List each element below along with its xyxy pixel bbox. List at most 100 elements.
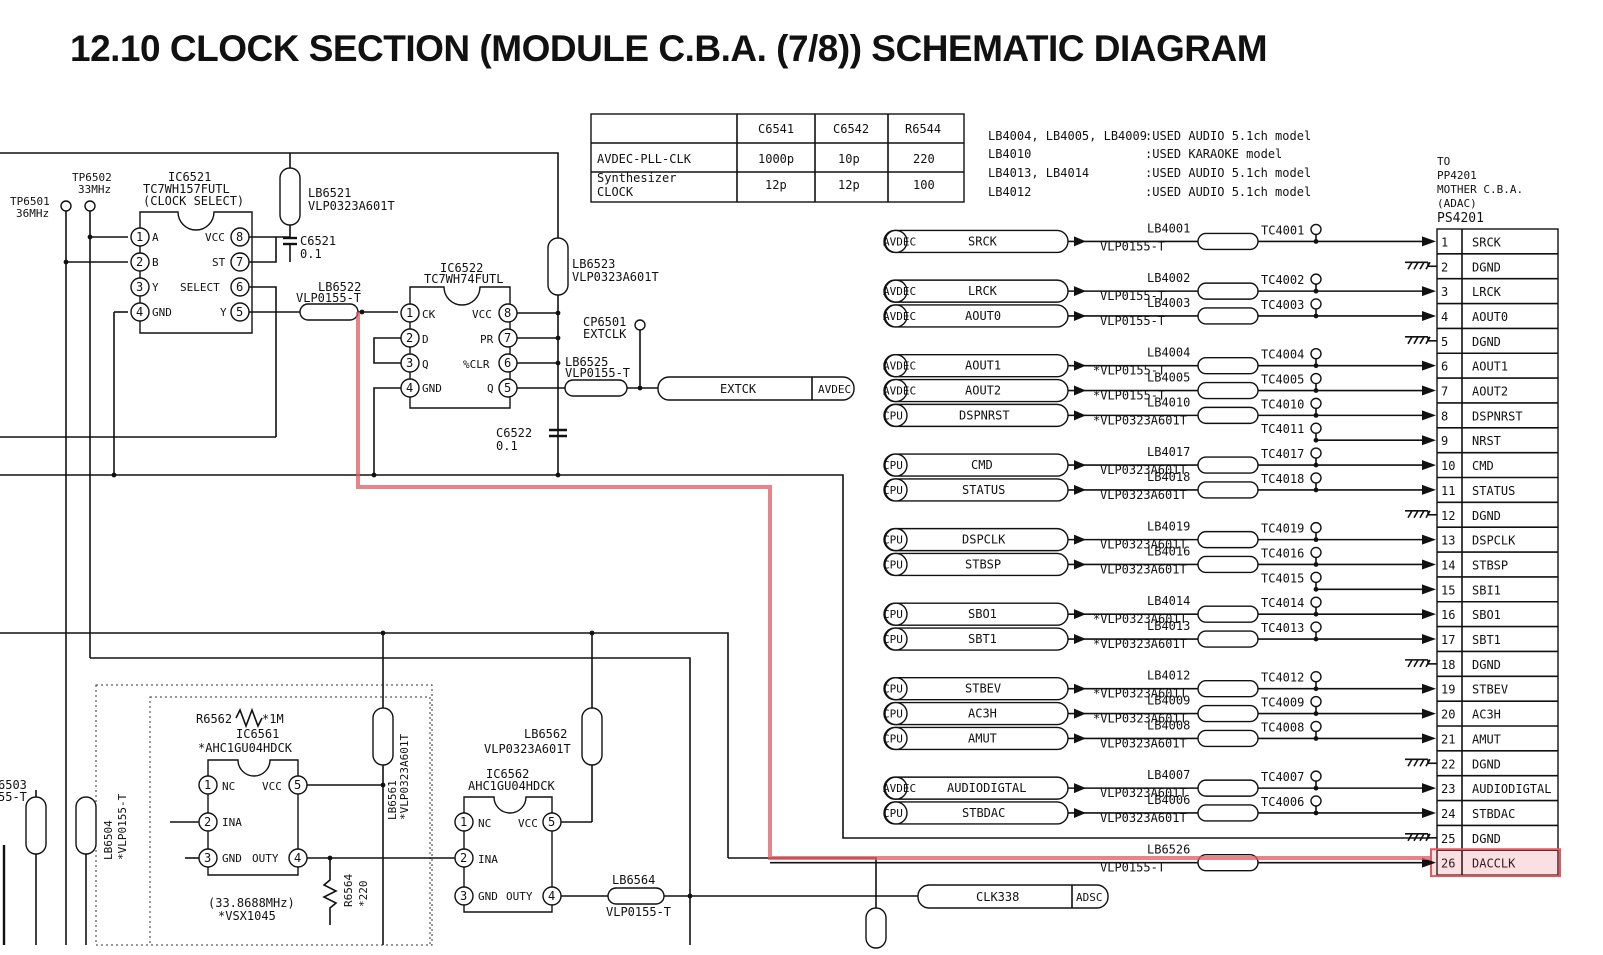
note-use: :USED KARAOKE model: [1145, 147, 1282, 161]
ic6522-part: TC7WH74FUTL: [424, 272, 503, 286]
svg-text:OUTY: OUTY: [506, 890, 533, 903]
bead-ref: LB4004: [1147, 346, 1190, 360]
table-row-label: Synthesizer: [597, 171, 676, 185]
ferrite-bead: [1197, 232, 1259, 251]
svg-text:6: 6: [236, 280, 243, 294]
svg-text:3: 3: [136, 280, 143, 294]
svg-text:1: 1: [460, 815, 467, 829]
pin-number: 9: [1441, 434, 1448, 448]
svg-text:Y: Y: [152, 281, 159, 294]
bead-ref: LB4001: [1147, 221, 1190, 235]
test-point: [1310, 447, 1322, 459]
table-cell: 100: [913, 178, 935, 192]
bead-part: VLP0323A601T: [1100, 562, 1187, 576]
tp6501-freq: 36MHz: [16, 207, 49, 220]
svg-text:3: 3: [460, 889, 467, 903]
connector-ref: PS4201: [1437, 211, 1484, 226]
ic6522-ref: IC6522: [440, 261, 483, 275]
bead-part: *VLP0155-T: [1093, 389, 1165, 403]
test-point: [1310, 472, 1322, 484]
signal-name: AOUT2: [965, 384, 1001, 398]
pin-number: 19: [1441, 683, 1455, 697]
pin-name: AC3H: [1472, 708, 1501, 722]
bead-part: VLP0323A601T: [1100, 786, 1187, 800]
svg-text:8: 8: [236, 230, 243, 244]
lb6562-ref: LB6562: [524, 727, 567, 741]
ferrite-bead: [1197, 804, 1259, 822]
table-header-c6541: C6541: [758, 122, 794, 136]
test-point: [1310, 621, 1322, 633]
bead-ref: LB4013: [1147, 619, 1190, 633]
test-point-ref: TC4019: [1261, 522, 1304, 536]
r6562-value: *1M: [262, 712, 284, 726]
pin-name: SBI1: [1472, 583, 1501, 597]
svg-text:2: 2: [204, 815, 211, 829]
bead-part: VLP0323A601T: [1100, 463, 1187, 477]
table-row-label: CLOCK: [597, 185, 634, 199]
pin-name: DGND: [1472, 335, 1501, 349]
signal-name: CMD: [971, 458, 993, 472]
svg-text:4: 4: [136, 305, 143, 319]
ic6562-body: [463, 796, 553, 913]
test-point-ref: TC4013: [1261, 621, 1304, 635]
test-point-ref: TC4017: [1261, 447, 1304, 461]
test-point: [1310, 298, 1322, 310]
table-header-r6544: R6544: [905, 122, 941, 136]
pin-name: DGND: [1472, 832, 1501, 846]
ferrite-bead: [1197, 481, 1259, 499]
svg-text:NC: NC: [222, 780, 235, 793]
svg-text:VCC: VCC: [262, 780, 282, 793]
lb6562-bead: [581, 707, 603, 766]
test-point-ref: TC4005: [1261, 373, 1304, 387]
c6522-ref: C6522: [496, 426, 532, 440]
svg-text:GND: GND: [422, 382, 442, 395]
lb6523-bead: [547, 237, 569, 296]
ferrite-bead: [1197, 704, 1259, 723]
signal-source: AVDEC: [883, 285, 916, 298]
lb6521-ref: LB6521: [308, 186, 351, 200]
dacclk-pin-highlight: [1430, 848, 1561, 878]
lb6561-ref: LB6561: [386, 780, 399, 820]
table-cell: 12p: [765, 178, 787, 192]
dacclk-highlight-trace: [356, 312, 1430, 860]
test-point-ref: TC4001: [1261, 223, 1304, 237]
svg-text:Q: Q: [422, 358, 429, 371]
connector-board: (ADAC): [1437, 197, 1477, 210]
svg-text:7: 7: [236, 255, 243, 269]
ferrite-bead: [1197, 406, 1259, 425]
test-point: [1310, 671, 1322, 683]
svg-text:B: B: [152, 256, 159, 269]
pin-number: 1: [1441, 235, 1448, 249]
connector-board: MOTHER C.B.A.: [1437, 183, 1523, 196]
signal-name: DSPCLK: [962, 533, 1006, 547]
pin-name: AUDIODIGTAL: [1472, 782, 1551, 796]
pin-number: 5: [1441, 335, 1448, 349]
capacitor-value-table: C6541 C6542 R6544 AVDEC-PLL-CLK 1000p 10…: [590, 113, 965, 203]
signal-source: AVDEC: [883, 310, 916, 323]
pin-number: 11: [1441, 484, 1455, 498]
signal-source: CPU: [883, 633, 903, 646]
bead-part: VLP0323A601T: [1100, 488, 1187, 502]
bead-ref: LB4006: [1147, 793, 1190, 807]
pin-name: SBT1: [1472, 633, 1501, 647]
test-point: [1310, 347, 1322, 360]
pin-name: SRCK: [1472, 235, 1502, 249]
table-cell: 1000p: [758, 152, 794, 166]
test-point-ref: TC4009: [1261, 696, 1304, 710]
svg-text:4: 4: [294, 851, 301, 865]
pin-name: DGND: [1472, 757, 1501, 771]
signal-name: STATUS: [962, 483, 1005, 497]
pin-number: 7: [1441, 385, 1448, 399]
pin-name: STBEV: [1472, 683, 1508, 697]
test-point: [1310, 770, 1322, 782]
svg-text:VCC: VCC: [518, 817, 538, 830]
ic6561-part: *AHC1GU04HDCK: [198, 741, 293, 755]
test-point-ref: TC4002: [1261, 273, 1304, 287]
